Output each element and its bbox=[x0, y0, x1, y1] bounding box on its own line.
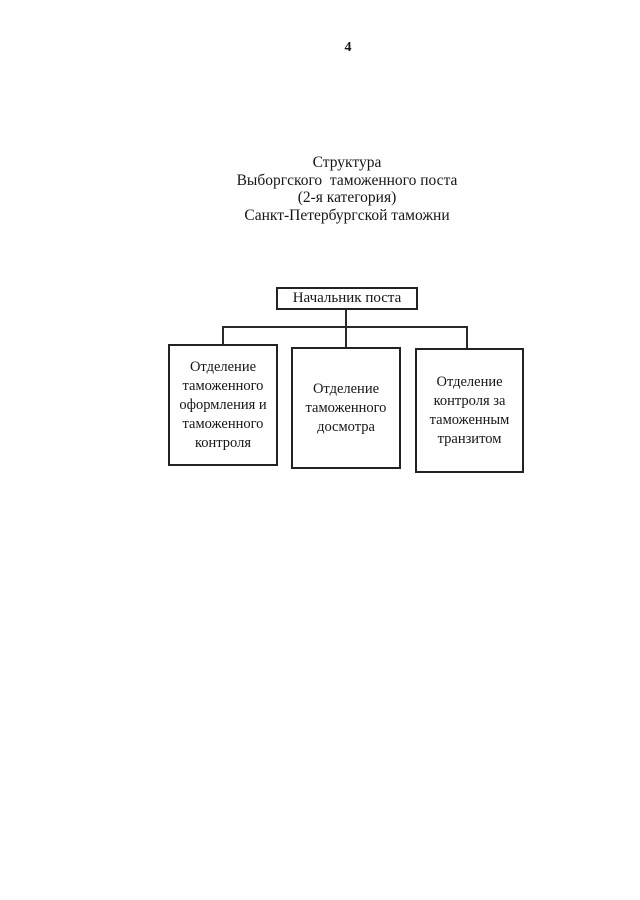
title-line-4: Санкт-Петербургской таможни bbox=[244, 206, 450, 224]
org-box-inspection-dept: Отделение таможенного досмотра bbox=[291, 347, 401, 469]
title-line-1: Структура bbox=[312, 154, 382, 171]
title-line-2: Выборгского таможенного поста bbox=[236, 171, 458, 189]
document-title: Структура Выборгского таможенного поста … bbox=[147, 154, 547, 224]
title-line-3: (2-я категория) bbox=[297, 189, 397, 207]
page-number: 4 bbox=[344, 40, 352, 55]
connector-root-stem bbox=[345, 309, 347, 328]
org-box-post-chief: Начальник поста bbox=[276, 287, 418, 310]
connector-drop-center bbox=[345, 326, 347, 348]
connector-drop-left bbox=[222, 326, 224, 345]
org-box-transit-control-dept: Отделение контроля за таможенным транзит… bbox=[415, 348, 524, 473]
org-box-clearance-and-control-dept: Отделение таможенного оформления и тамож… bbox=[168, 344, 278, 466]
connector-drop-right bbox=[466, 326, 468, 349]
